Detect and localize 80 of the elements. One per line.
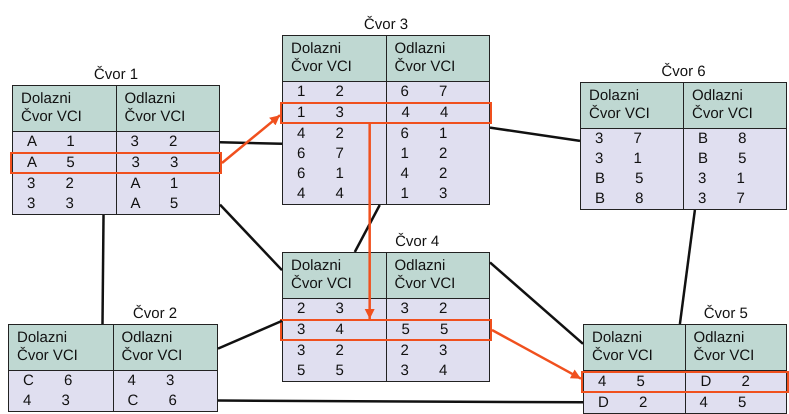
table-cell: 3 2	[283, 341, 386, 361]
table-cell-text: A 5	[130, 194, 180, 214]
table-cell: B 5	[581, 169, 684, 189]
column-header: Dolazni Čvor VCI	[581, 83, 684, 128]
arrow	[364, 124, 375, 319]
network-node	[583, 304, 787, 414]
column-header: Dolazni Čvor VCI	[9, 325, 114, 370]
table-cell: 4 4	[283, 184, 386, 204]
connector-line	[678, 210, 696, 324]
table-cell-text: 1 2	[400, 144, 448, 164]
table-cell: 4 2	[283, 124, 386, 144]
node-title: Čvor 1	[94, 66, 138, 84]
table-cell-text: 2 3	[400, 341, 448, 361]
node-title: Čvor 3	[364, 16, 408, 34]
table-cell: 4 3	[9, 391, 114, 411]
column-header: Odlazni Čvor VCI	[691, 86, 754, 124]
table-cell: 3 7	[581, 129, 684, 149]
table-cell-text: A 1	[130, 174, 180, 194]
table-cell: A 1	[13, 132, 116, 152]
connector-line	[101, 214, 105, 324]
column-header: Dolazni Čvor VCI	[283, 36, 386, 81]
table-cell-text: B 5	[697, 149, 748, 169]
highlighted-row	[10, 152, 222, 174]
connector-line	[490, 126, 580, 142]
node-title: Čvor 2	[132, 305, 178, 323]
table-cell-text: 6 7	[400, 82, 448, 102]
column-header: Dolazni Čvor VCI	[13, 86, 116, 131]
node-title: Čvor 5	[704, 305, 748, 323]
column-header: Odlazni Čvor VCI	[692, 328, 756, 366]
connector-line	[218, 399, 583, 404]
table-cell-text: 3 7	[697, 189, 746, 209]
highlighted-row	[581, 371, 789, 393]
table-cell-text: 4 5	[698, 393, 748, 413]
table-cell: 3 4	[282, 321, 386, 339]
column-header: Odlazni Čvor VCI	[124, 89, 186, 127]
node-title: Čvor 4	[395, 233, 440, 251]
table-cell: 3 2	[13, 174, 116, 194]
table-cell: 4 5	[583, 373, 686, 391]
network-node	[8, 304, 218, 412]
connector-line	[489, 261, 584, 345]
table-cell-text: 3 4	[400, 361, 448, 381]
table-cell: 6 7	[283, 144, 386, 164]
table-cell: 1 2	[283, 82, 386, 102]
table-cell: 3 1	[581, 149, 684, 169]
connector-line	[219, 204, 283, 272]
column-header: Odlazni Čvor VCI	[394, 39, 456, 77]
table-cell-text: 3 1	[697, 169, 746, 189]
arrow	[491, 328, 582, 380]
column-header: Dolazni Čvor VCI	[584, 325, 686, 370]
table-cell-text: C 6	[126, 391, 178, 411]
table-cell-text: 3 2	[130, 132, 178, 152]
highlighted-row	[280, 102, 492, 124]
table-cell: C 6	[9, 371, 114, 391]
table-cell: A 5	[12, 154, 116, 172]
arrow	[221, 114, 281, 164]
table-cell: 3 3	[13, 194, 116, 214]
column-header: Odlazni Čvor VCI	[394, 256, 456, 294]
table-cell-text: 3 3	[130, 154, 180, 172]
column-header: Odlazni Čvor VCI	[120, 328, 184, 366]
table-cell-text: 3 2	[400, 299, 448, 319]
table-cell: 2 3	[283, 299, 386, 319]
table-cell: B 8	[581, 189, 684, 209]
column-header: Dolazni Čvor VCI	[283, 253, 386, 298]
table-cell-text: D 2	[700, 373, 751, 391]
table-cell-text: 4 2	[400, 164, 448, 184]
highlighted-row	[280, 319, 492, 341]
table-cell: 5 5	[283, 361, 386, 381]
node-title: Čvor 6	[661, 63, 706, 81]
connector-line	[354, 204, 381, 253]
table-cell-text: 1 3	[400, 184, 448, 204]
table-cell-text: 5 5	[400, 321, 450, 339]
connector-line	[218, 320, 282, 350]
table-cell: 6 1	[283, 164, 386, 184]
table-cell-text: 4 3	[126, 371, 176, 391]
table-cell: D 2	[584, 393, 686, 413]
table-cell-text: 6 1	[400, 124, 448, 144]
connector-line	[220, 140, 282, 146]
table-cell-text: B 8	[697, 129, 748, 149]
table-cell-text: 4 4	[400, 104, 450, 122]
table-cell: 1 3	[282, 104, 386, 122]
